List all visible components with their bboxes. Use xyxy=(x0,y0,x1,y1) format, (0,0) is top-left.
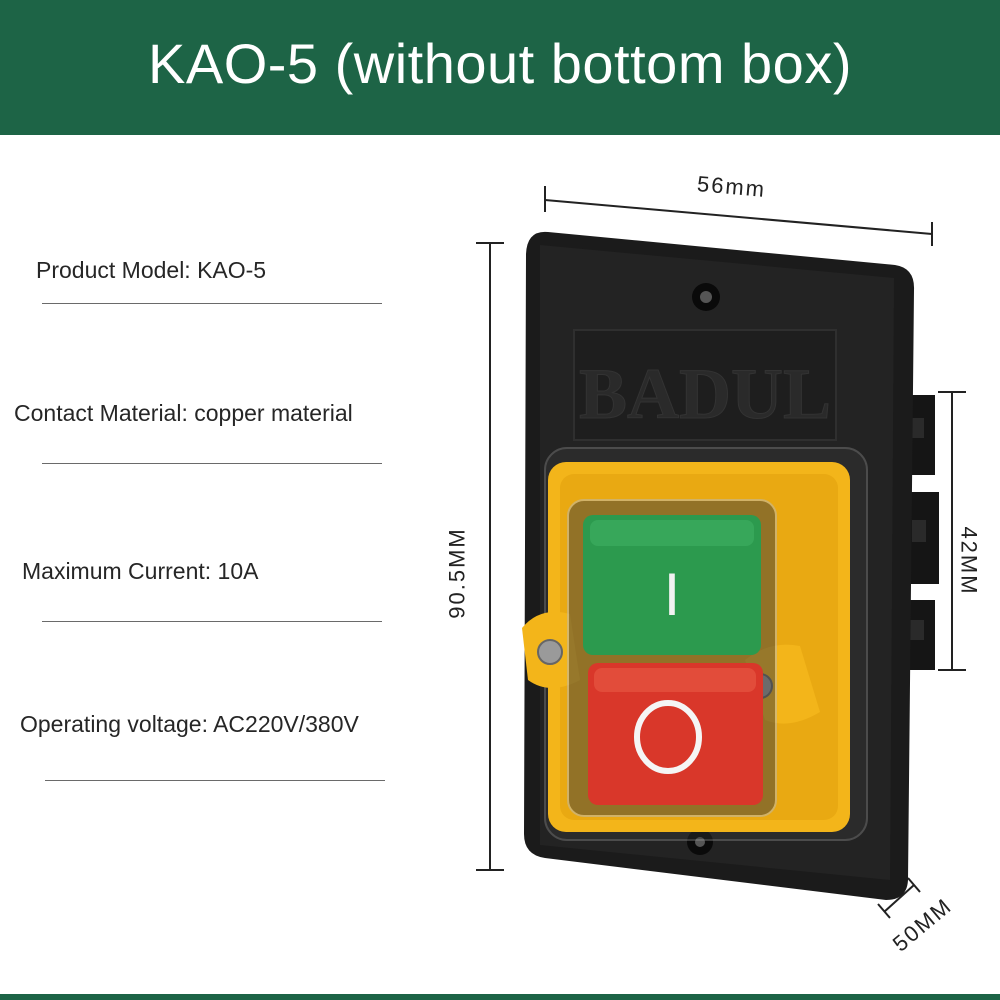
page-title: KAO-5 (without bottom box) xyxy=(148,32,852,95)
spec-maximum-current: Maximum Current: 10A xyxy=(22,558,259,584)
spec-product-model: Product Model: KAO-5 xyxy=(36,257,267,283)
header-banner: KAO-5 (without bottom box) xyxy=(0,0,1000,135)
switch-illustration: BADUL I xyxy=(476,186,966,919)
on-button xyxy=(583,515,761,655)
off-symbol xyxy=(634,700,702,774)
height-dimension-label: 90.5MM xyxy=(444,527,470,619)
off-button xyxy=(588,663,763,805)
divider xyxy=(42,303,382,304)
divider xyxy=(45,780,385,781)
divider xyxy=(42,621,382,622)
spec-contact-material: Contact Material: copper material xyxy=(14,400,353,426)
dimension-lines xyxy=(476,186,966,919)
button-area-dimension-label: 42MM xyxy=(956,526,982,596)
spec-operating-voltage: Operating voltage: AC220V/380V xyxy=(20,711,359,737)
divider xyxy=(42,463,382,464)
screw xyxy=(537,639,563,665)
footer-strip xyxy=(0,994,1000,1000)
on-symbol: I xyxy=(664,561,681,628)
brand-embossing: BADUL xyxy=(579,354,831,434)
